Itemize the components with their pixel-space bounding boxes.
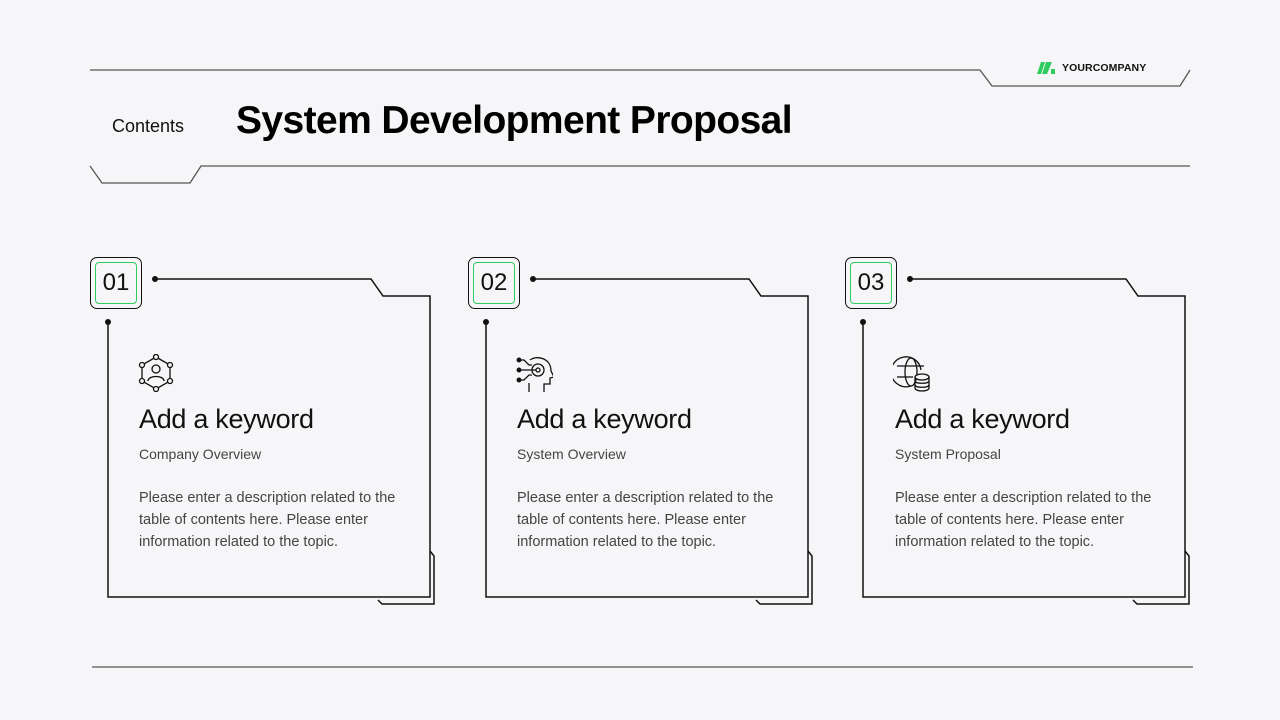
card-subtitle: System Proposal [895, 446, 1001, 462]
card-description: Please enter a description related to th… [139, 490, 396, 550]
card-subtitle: System Overview [517, 446, 626, 462]
card-number: 03 [850, 262, 892, 304]
card-description: Please enter a description related to th… [517, 490, 774, 550]
card-number-badge: 03 [845, 257, 897, 309]
card-subtitle: Company Overview [139, 446, 262, 462]
card-keyword: Add a keyword [895, 404, 1070, 434]
card-description: Please enter a description related to th… [895, 490, 1152, 550]
user-network-icon [138, 354, 174, 392]
card-number: 02 [473, 262, 515, 304]
section-label: Contents [112, 116, 185, 136]
card-number-badge: 02 [468, 257, 520, 309]
ai-head-icon [516, 357, 553, 392]
card-number-badge: 01 [90, 257, 142, 309]
card-keyword: Add a keyword [139, 404, 314, 434]
brand-logo-icon [1037, 62, 1055, 74]
card-number: 01 [95, 262, 137, 304]
company-logo: YOURCOMPANY [1036, 61, 1146, 74]
card-keyword: Add a keyword [517, 404, 692, 434]
page-title: System Development Proposal [236, 99, 793, 142]
brand-name: YOURCOMPANY [1062, 61, 1147, 74]
globe-database-icon [893, 356, 930, 392]
